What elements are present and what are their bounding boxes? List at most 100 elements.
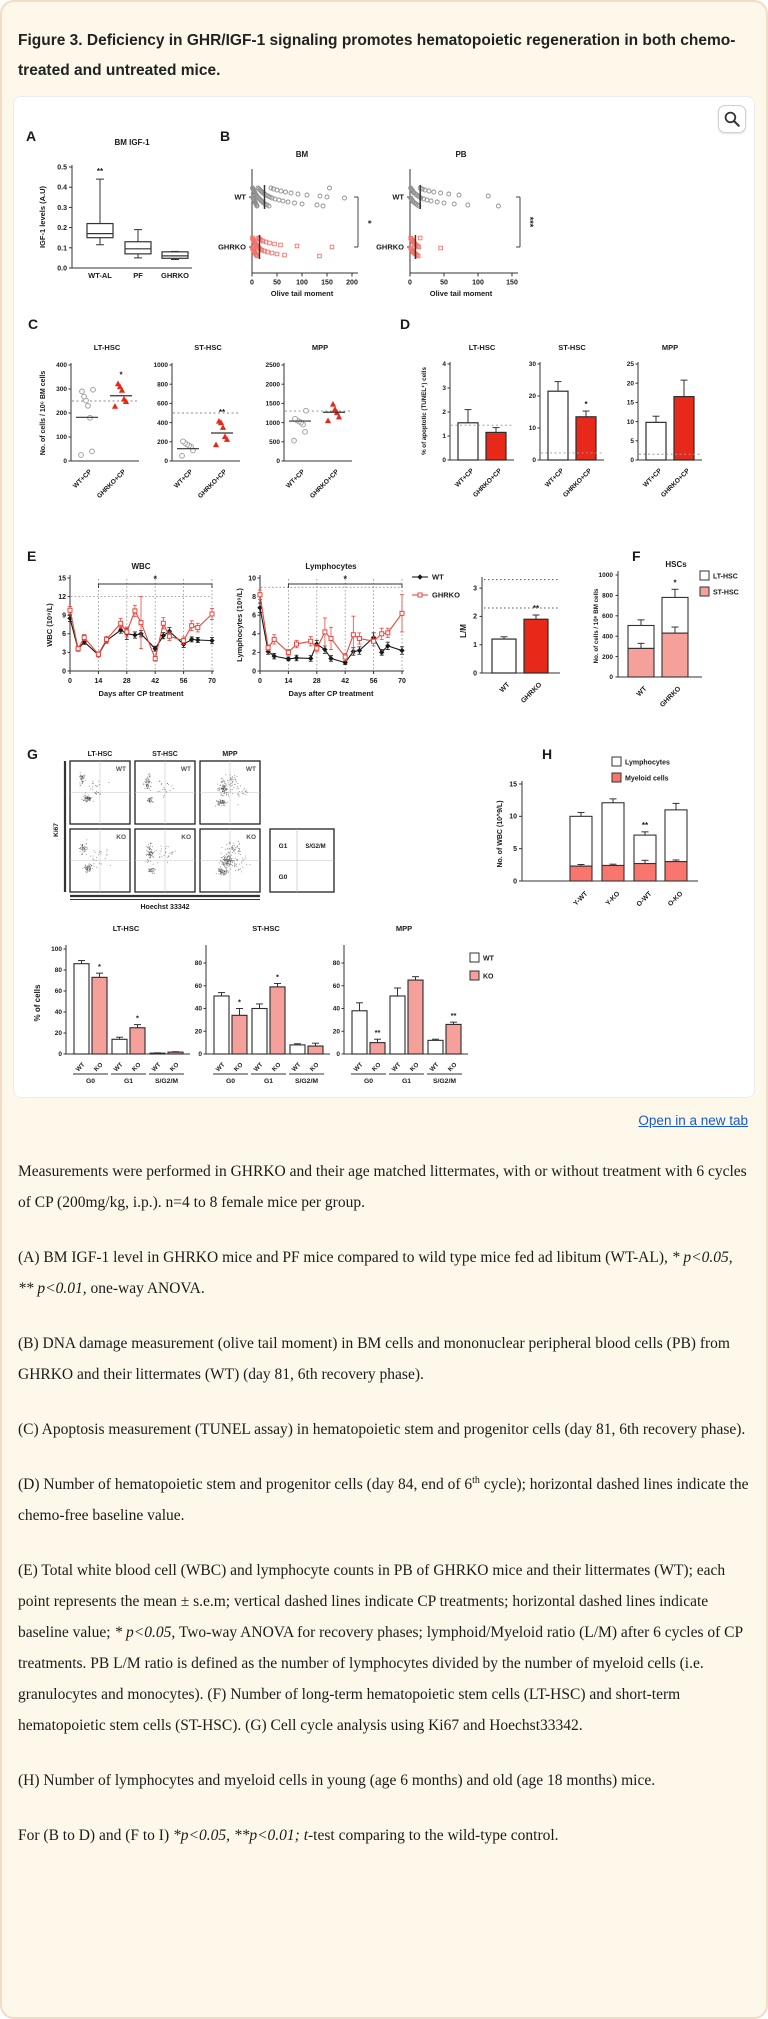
flow-dot [237, 804, 239, 806]
chart-text: % of apoptotic (TUNEL⁺) cells [421, 367, 428, 455]
flow-dot [172, 851, 174, 854]
flow-dot [90, 864, 92, 866]
flow-dot [220, 792, 222, 794]
chart-text: 60 [55, 989, 63, 996]
flow-dot [165, 848, 167, 850]
chart-title: ST-HSC [194, 343, 222, 352]
chart-point [118, 387, 126, 394]
flow-dot [145, 778, 147, 780]
chart-point [280, 198, 286, 204]
flow-dot [228, 843, 230, 845]
chart-text: WT [75, 1062, 87, 1074]
chart-rect [124, 241, 152, 255]
open-in-new-tab-link[interactable]: Open in a new tab [638, 1113, 748, 1129]
flow-dot [227, 792, 229, 794]
chart-point [385, 643, 391, 650]
flow-dot [162, 789, 164, 791]
flow-dot [85, 867, 87, 869]
flow-dot [231, 785, 233, 787]
chart-rect [181, 638, 187, 644]
chart-text: GHRKO [520, 682, 544, 706]
flow-dot [100, 863, 102, 866]
chart-text: 0 [62, 669, 66, 676]
chart-text: O-KO [667, 891, 685, 909]
flow-dot [233, 787, 235, 789]
flow-dot [224, 785, 226, 788]
chart-rect [523, 619, 549, 675]
flow-dot [222, 785, 224, 787]
flow-dot [234, 784, 236, 786]
flow-dot [82, 851, 84, 853]
flow-dot [238, 869, 240, 871]
chart-text: 25 [627, 362, 635, 369]
flow-dot [234, 858, 236, 860]
flow-dot [88, 799, 90, 801]
flow-dot [227, 872, 229, 874]
flow-dot [100, 853, 102, 855]
flow-dot [237, 788, 240, 790]
flow-dot [218, 862, 220, 864]
chart-point [331, 406, 339, 413]
chart-text: 10 [248, 576, 256, 583]
chart-rect [601, 865, 625, 882]
flow-dot [83, 777, 85, 779]
flow-dot [236, 788, 238, 790]
flow-dot [230, 791, 232, 793]
significance-mark: * [363, 221, 373, 225]
flow-dot [246, 792, 248, 794]
chart-rect [308, 639, 314, 645]
flow-dot [239, 785, 241, 787]
flow-dot [230, 783, 232, 785]
chart-point [180, 438, 186, 445]
flow-dot [230, 789, 232, 791]
flow-dot [223, 780, 225, 782]
chart-point [434, 199, 440, 205]
chart-text: 800 [602, 593, 613, 600]
flow-dot [150, 799, 152, 801]
chart-point [299, 201, 305, 207]
expand-figure-button[interactable] [718, 105, 746, 134]
chart-title: HSCs [665, 560, 687, 569]
figure-title: Figure 3. Deficiency in GHR/IGF-1 signal… [18, 32, 736, 80]
chart-text: GHRKO+CP [309, 468, 341, 500]
flow-dot [146, 781, 148, 783]
chart-text: 0 [164, 459, 168, 466]
flow-dot [235, 870, 237, 872]
flow-dot [149, 790, 151, 792]
chart-text: 0.0 [57, 266, 67, 273]
flow-dot [222, 791, 224, 793]
flow-dot [152, 797, 154, 799]
flow-dot [79, 774, 81, 777]
flow-dot [225, 783, 227, 785]
flow-dot [90, 865, 92, 867]
chart-text: Days after CP treatment [99, 689, 184, 698]
chart-point [308, 656, 314, 662]
chart-rect [322, 629, 328, 635]
caption-paragraph: Measurements were performed in GHRKO and… [18, 1163, 747, 1212]
flow-dot [221, 847, 223, 849]
flow-dot [221, 870, 223, 872]
chart-point [304, 192, 310, 198]
chart-point [221, 433, 229, 440]
flow-dot [233, 843, 235, 845]
chart-rect [417, 236, 423, 241]
chart-text: 0.4 [57, 185, 67, 192]
significance-mark: *** [525, 217, 535, 228]
chart-text: 42 [151, 678, 159, 685]
flow-dot [224, 866, 226, 868]
flow-dot [231, 783, 233, 785]
chart-text: WT+CP [454, 467, 476, 489]
flow-dot [225, 869, 227, 872]
chart-point [417, 574, 423, 581]
flow-dot [230, 869, 232, 871]
flow-dot [85, 797, 87, 799]
chart-text: KO [93, 1062, 105, 1074]
flow-dot [231, 781, 234, 784]
chart-point [320, 203, 326, 209]
flow-dot [225, 873, 227, 875]
flow-dot [146, 785, 148, 787]
chart-point [324, 417, 332, 424]
flow-dot [153, 857, 155, 859]
flow-dot [98, 794, 100, 796]
